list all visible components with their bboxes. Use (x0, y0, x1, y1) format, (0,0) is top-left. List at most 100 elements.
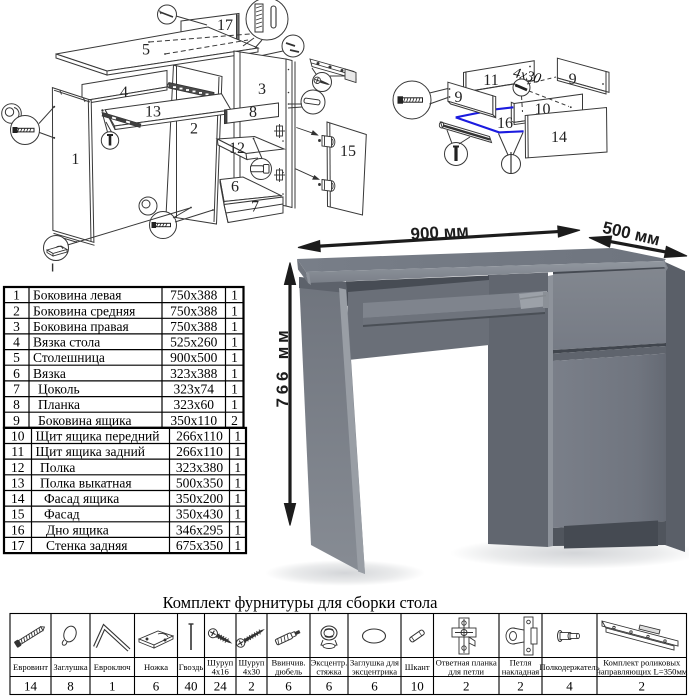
svg-text:Заглушка: Заглушка (53, 662, 87, 672)
svg-text:13: 13 (11, 475, 25, 490)
svg-text:Дно ящика: Дно ящика (46, 522, 109, 537)
svg-text:1: 1 (234, 507, 241, 522)
svg-text:2: 2 (231, 413, 238, 428)
svg-text:900 мм: 900 мм (410, 221, 469, 244)
svg-text:Ответная планка: Ответная планка (436, 658, 497, 668)
svg-text:9: 9 (569, 71, 577, 88)
svg-text:1: 1 (13, 288, 20, 303)
svg-text:2: 2 (463, 679, 470, 694)
svg-text:Столешница: Столешница (33, 350, 105, 365)
svg-text:Планка: Планка (38, 397, 80, 412)
svg-text:266х110: 266х110 (176, 429, 223, 444)
svg-text:1: 1 (234, 475, 241, 490)
svg-text:6: 6 (371, 679, 378, 694)
svg-text:323х380: 323х380 (176, 460, 224, 475)
svg-text:2: 2 (13, 303, 20, 318)
svg-text:Щит ящика задний: Щит ящика задний (36, 444, 146, 459)
svg-text:9: 9 (455, 89, 463, 106)
svg-text:Полкодержатель: Полкодержатель (539, 662, 599, 672)
svg-text:350х430: 350х430 (176, 507, 224, 522)
svg-text:8: 8 (249, 104, 257, 121)
svg-text:Заглушка для: Заглушка для (350, 658, 399, 668)
svg-text:1: 1 (71, 151, 79, 168)
svg-text:Боковина левая: Боковина левая (33, 288, 121, 303)
svg-text:14: 14 (551, 129, 567, 146)
svg-text:750х388: 750х388 (170, 288, 218, 303)
svg-text:15: 15 (11, 507, 25, 522)
svg-text:900х500: 900х500 (170, 350, 218, 365)
svg-text:Ножка: Ножка (144, 662, 168, 672)
svg-text:Вязка стола: Вязка стола (33, 335, 100, 350)
svg-text:3: 3 (258, 81, 266, 98)
svg-text:для петли: для петли (448, 667, 484, 677)
svg-text:2: 2 (248, 679, 255, 694)
svg-text:Щит ящика передний: Щит ящика передний (36, 429, 160, 444)
svg-text:4: 4 (120, 84, 128, 101)
svg-text:1: 1 (234, 460, 241, 475)
svg-text:10: 10 (411, 679, 424, 694)
svg-text:323х388: 323х388 (170, 366, 218, 381)
svg-text:1: 1 (234, 429, 241, 444)
svg-text:350х200: 350х200 (176, 491, 224, 506)
svg-text:16: 16 (11, 522, 25, 537)
svg-text:направляющих L=350мм: направляющих L=350мм (596, 667, 688, 677)
svg-text:8: 8 (13, 397, 20, 412)
svg-text:Полка: Полка (40, 460, 75, 475)
svg-text:Шуруп: Шуруп (238, 658, 264, 668)
svg-text:525х260: 525х260 (170, 335, 218, 350)
svg-text:Евроключ: Евроключ (94, 662, 131, 672)
svg-text:12: 12 (229, 140, 245, 157)
svg-text:Комплект фурнитуры для сборки: Комплект фурнитуры для сборки стола (163, 593, 439, 612)
svg-text:Боковина правая: Боковина правая (33, 319, 129, 334)
svg-text:Гвоздь: Гвоздь (179, 662, 204, 672)
svg-text:Полка выкатная: Полка выкатная (40, 475, 132, 490)
svg-text:дюбель: дюбель (275, 667, 302, 677)
svg-text:Вязка: Вязка (33, 366, 66, 381)
svg-text:9: 9 (13, 413, 20, 428)
svg-text:14: 14 (11, 491, 25, 506)
svg-text:323х60: 323х60 (174, 397, 215, 412)
svg-text:2: 2 (517, 679, 524, 694)
svg-text:1: 1 (234, 538, 241, 553)
svg-text:266х110: 266х110 (176, 444, 223, 459)
svg-text:Ввинчив.: Ввинчив. (271, 658, 305, 668)
svg-text:766 мм: 766 мм (273, 326, 292, 407)
svg-text:350х110: 350х110 (170, 413, 217, 428)
svg-text:750х388: 750х388 (170, 303, 218, 318)
svg-text:Фасад: Фасад (44, 507, 80, 522)
svg-text:16: 16 (497, 115, 513, 132)
svg-text:500х350: 500х350 (176, 475, 224, 490)
svg-text:675х350: 675х350 (176, 538, 224, 553)
svg-text:1: 1 (234, 444, 241, 459)
svg-text:3: 3 (13, 319, 20, 334)
svg-text:2: 2 (190, 121, 198, 138)
svg-text:40: 40 (185, 679, 198, 694)
svg-text:1: 1 (234, 491, 241, 506)
svg-text:Фасад ящика: Фасад ящика (44, 491, 119, 506)
svg-text:1: 1 (231, 350, 238, 365)
svg-text:7: 7 (13, 382, 20, 397)
svg-text:14: 14 (24, 679, 38, 694)
svg-text:4: 4 (566, 679, 573, 694)
svg-text:1: 1 (234, 522, 241, 537)
svg-text:17: 17 (217, 17, 233, 34)
svg-text:Евровинт: Евровинт (13, 662, 48, 672)
svg-text:750х388: 750х388 (170, 319, 218, 334)
svg-text:Боковина средняя: Боковина средняя (33, 303, 135, 318)
svg-text:4х16: 4х16 (212, 667, 230, 677)
svg-text:1: 1 (231, 288, 238, 303)
svg-text:6: 6 (326, 679, 333, 694)
svg-text:1: 1 (109, 679, 116, 694)
svg-text:7: 7 (251, 199, 259, 216)
svg-text:1: 1 (231, 319, 238, 334)
svg-text:2: 2 (639, 679, 646, 694)
svg-text:Боковина ящика: Боковина ящика (38, 413, 132, 428)
svg-text:323х74: 323х74 (174, 382, 215, 397)
svg-text:1: 1 (231, 382, 238, 397)
svg-text:4: 4 (13, 335, 20, 350)
svg-text:Комплект роликовых: Комплект роликовых (603, 658, 681, 668)
svg-text:Петля: Петля (510, 658, 532, 668)
svg-text:1: 1 (231, 303, 238, 318)
svg-text:стяжка: стяжка (316, 667, 341, 677)
svg-text:15: 15 (340, 143, 356, 160)
